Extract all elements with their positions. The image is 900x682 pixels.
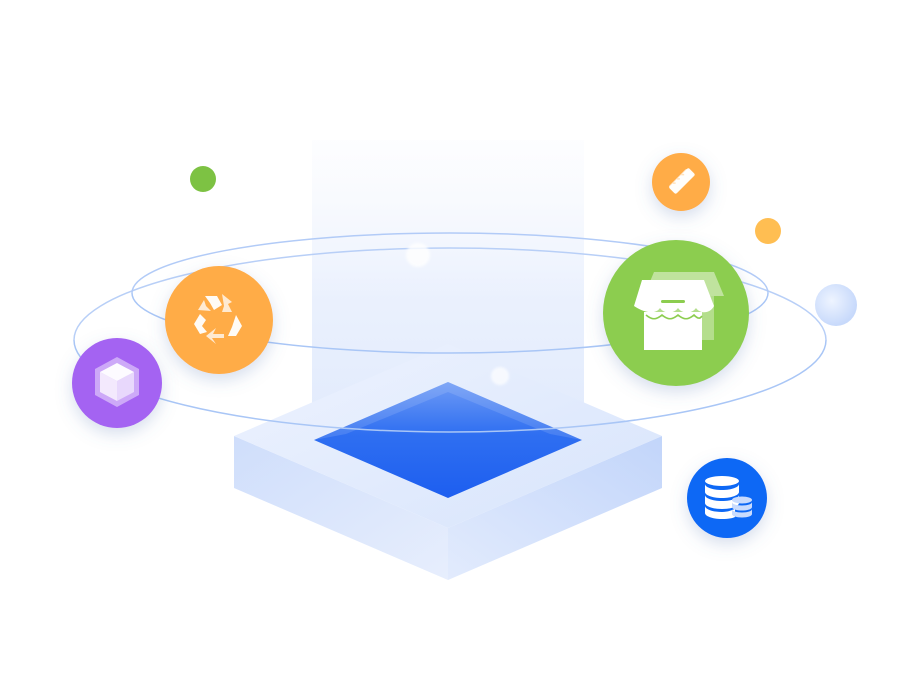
platform-inner-square (314, 382, 582, 498)
store-icon (634, 272, 724, 350)
faint-white-dot-small (491, 367, 509, 385)
ruler-pencil-icon (669, 168, 695, 194)
platform-inner-highlight (314, 382, 582, 440)
database-badge (687, 458, 767, 538)
platform-right-face (448, 436, 662, 580)
platform-left-face (234, 436, 448, 580)
recycle-badge (165, 266, 273, 374)
light-blue-orb (815, 284, 857, 326)
orange-dot (755, 218, 781, 244)
orbit-outer-back (73, 247, 827, 341)
box-icon (95, 357, 139, 407)
recycle-icon (194, 294, 242, 344)
green-dot (190, 166, 216, 192)
faint-white-dot (406, 243, 430, 267)
database-icon (705, 476, 752, 519)
